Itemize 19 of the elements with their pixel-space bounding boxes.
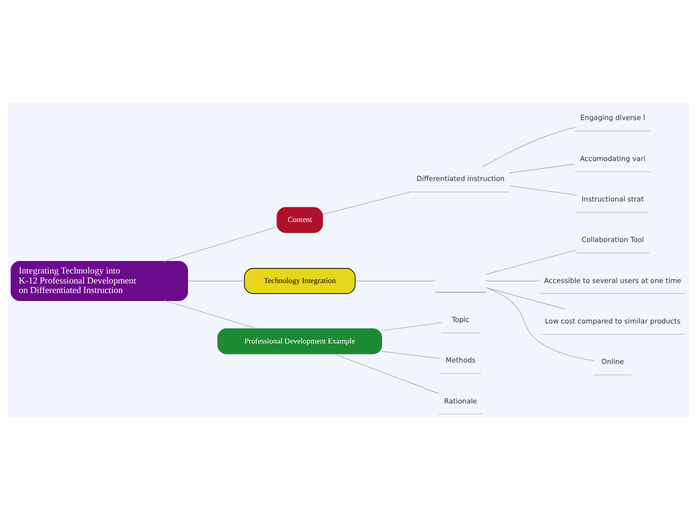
node-box: Content [276,207,323,234]
node-box: Technology Integration [244,268,356,294]
connector [486,287,594,361]
node-box: Professional Development Example [217,328,382,354]
connector [355,280,436,282]
connector [382,322,442,331]
connector [486,280,540,282]
connector [164,300,258,329]
connector [509,186,577,196]
node-box: Integrating Technology into K-12 Professional Development on Differentiated Instruction [10,261,188,301]
connector [482,126,576,168]
connector [509,164,575,174]
connector [188,280,245,282]
connector [322,191,412,215]
connector [486,287,566,310]
connector [382,350,440,359]
connector [164,226,278,262]
connector [334,354,439,394]
connector [486,250,577,275]
